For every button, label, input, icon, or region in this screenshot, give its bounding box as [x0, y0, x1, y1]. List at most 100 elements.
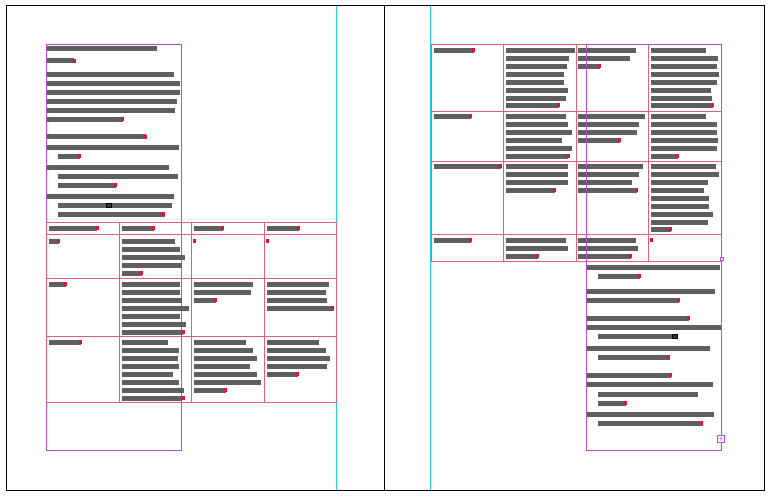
table-cell-text [578, 188, 637, 193]
greeked-text-line [598, 274, 640, 279]
table-cell-text [122, 372, 173, 377]
cell-end-mark [214, 298, 217, 302]
anchor-marker-icon [672, 334, 678, 339]
table-cell-text [506, 72, 564, 77]
greeked-text-line [587, 298, 679, 303]
table-cell-text [267, 290, 326, 295]
greeked-text-line [47, 145, 179, 150]
table-cell-text [194, 380, 261, 385]
table-cell-text [506, 130, 572, 135]
table-cell-text [578, 172, 639, 177]
greeked-text-line [47, 99, 177, 104]
table-cell-text [194, 282, 253, 287]
paragraph-mark [638, 274, 641, 278]
table-cell-text [506, 164, 568, 169]
greeked-text-line [47, 46, 157, 51]
greeked-text-line [587, 289, 715, 294]
table-cell-text [122, 322, 186, 327]
overset-text-icon[interactable]: + [717, 435, 725, 443]
table-cell-text [578, 138, 620, 143]
cell-end-mark [669, 227, 672, 231]
greeked-text-line [58, 174, 178, 179]
greeked-text-line [587, 346, 710, 351]
cell-end-mark [221, 226, 224, 230]
table-row-rule [431, 111, 722, 112]
cell-end-mark [297, 226, 300, 230]
cell-end-mark [469, 114, 472, 118]
table-cell-text [506, 88, 568, 93]
table-cell-text [578, 130, 637, 135]
table-cell-text [651, 130, 717, 135]
table-cell-text [578, 48, 636, 53]
table-cell-text [122, 330, 183, 335]
table-cell-text [578, 180, 632, 185]
column-guide-right-page [430, 6, 431, 490]
greeked-text-line [58, 154, 80, 159]
paragraph-mark [121, 117, 124, 121]
table-cell-text [122, 255, 185, 260]
table-cell-text [651, 227, 671, 232]
cell-end-mark [650, 238, 653, 242]
table-cell-text [651, 88, 711, 93]
frame-in-port[interactable] [720, 257, 724, 261]
table-cell-text [651, 172, 719, 177]
paragraph-mark [144, 135, 147, 139]
table-cell-text [122, 263, 182, 268]
greeked-text-line [47, 81, 180, 86]
cell-end-mark [152, 226, 155, 230]
cell-end-mark [499, 164, 502, 168]
table-cell-text [122, 388, 184, 393]
table-column-rule [119, 222, 120, 403]
table-cell-text [122, 306, 189, 311]
table-cell-text [122, 356, 178, 361]
cell-end-mark [140, 271, 143, 275]
greeked-text-line [58, 183, 116, 188]
table-column-rule [503, 44, 504, 262]
greeked-text-line [47, 72, 174, 77]
spread-spine [384, 5, 385, 491]
cell-end-mark [469, 238, 472, 242]
paragraph-mark [687, 316, 690, 320]
table-cell-text [651, 180, 708, 185]
table-cell-text [267, 306, 334, 311]
text-frame-right[interactable] [586, 44, 722, 451]
table-cell-text [506, 80, 564, 85]
greeked-text-line [58, 203, 172, 208]
cell-end-mark [96, 226, 99, 230]
table-cell-text [506, 188, 555, 193]
table-column-rule [576, 44, 577, 262]
paragraph-mark [667, 355, 670, 359]
cell-end-mark [567, 154, 570, 158]
greeked-text-line [47, 165, 169, 170]
greeked-text-line [587, 412, 714, 417]
table-cell-text [49, 340, 81, 345]
table-cell-text [651, 64, 717, 69]
cell-end-mark [553, 188, 556, 192]
paragraph-mark [677, 298, 680, 302]
table-cell-text [122, 282, 180, 287]
table-cell-text [506, 114, 566, 119]
table-cell-text [122, 340, 168, 345]
paragraph-mark [114, 183, 117, 187]
table-cell-text [194, 340, 246, 345]
table-cell-text [122, 380, 179, 385]
greeked-text-line [58, 212, 165, 217]
table-cell-text [122, 364, 179, 369]
cell-end-mark [64, 282, 67, 286]
table-column-rule [648, 44, 649, 262]
table-row-rule [431, 161, 722, 162]
greeked-text-line [598, 392, 698, 397]
table-cell-text [122, 348, 179, 353]
paragraph-mark [624, 401, 627, 405]
table-cell-text [651, 103, 713, 108]
table-cell-text [194, 388, 226, 393]
greeked-text-line [47, 90, 180, 95]
table-cell-text [651, 196, 709, 201]
table-cell-text [506, 146, 572, 151]
table-cell-text [578, 114, 645, 119]
table-cell-text [49, 282, 66, 287]
table-cell-text [578, 64, 600, 69]
table-cell-text [194, 372, 257, 377]
table-cell-text [267, 340, 319, 345]
table-cell-text [506, 96, 566, 101]
